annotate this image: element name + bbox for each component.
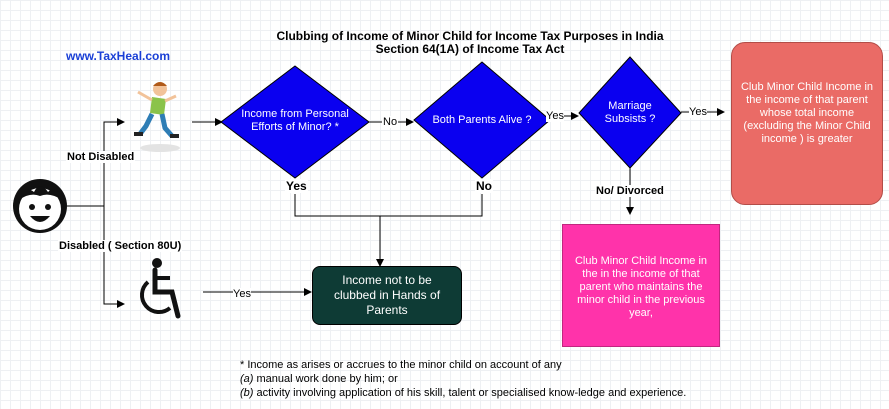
decision-marriage-text: Marriage Subsists ? (604, 100, 656, 125)
outcome-higher-income-parent: Club Minor Child Income in the income of… (731, 42, 883, 205)
title-line-2: Section 64(1A) of Income Tax Act (375, 42, 565, 56)
edge-yes-label: Yes (546, 110, 564, 122)
decision-personal-efforts-text: Income from Personal Efforts of Minor? * (241, 108, 349, 133)
edge-yes-disabled-label: Yes (233, 288, 251, 300)
child-face-icon (13, 179, 67, 233)
wheelchair-icon (140, 258, 181, 319)
footnote-marker-a: (a) (240, 373, 254, 385)
footnote-line-3: activity involving application of his sk… (253, 387, 687, 399)
footnote-line-2: manual work done by him; or (253, 373, 398, 385)
decision-both-parents (413, 61, 551, 179)
edge-yes-marriage-label: Yes (689, 106, 707, 118)
disabled-label: Disabled ( Section 80U) (58, 240, 183, 252)
diagram-title: Clubbing of Income of Minor Child for In… (250, 30, 690, 56)
running-boy-icon (134, 82, 180, 152)
outcome-maintaining-parent: Club Minor Child Income in the in the in… (562, 224, 720, 347)
no-divorced-label: No/ Divorced (595, 185, 665, 197)
footnote-marker-b: (b) (240, 387, 254, 399)
footnote-line-1: * Income as arises or accrues to the min… (240, 359, 562, 371)
title-line-1: Clubbing of Income of Minor Child for In… (276, 29, 664, 43)
no-label: No (475, 179, 493, 193)
not-disabled-label: Not Disabled (66, 151, 136, 163)
yes-label: Yes (285, 179, 308, 193)
footnote: * Income as arises or accrues to the min… (240, 358, 686, 400)
decision-personal-efforts (220, 65, 370, 179)
decision-both-parents-text: Both Parents Alive ? (432, 113, 532, 126)
website-label: www.TaxHeal.com (66, 49, 171, 63)
edge-no-label: No (382, 116, 399, 128)
outcome-not-clubbed: Income not to be clubbed in Hands of Par… (312, 266, 462, 325)
